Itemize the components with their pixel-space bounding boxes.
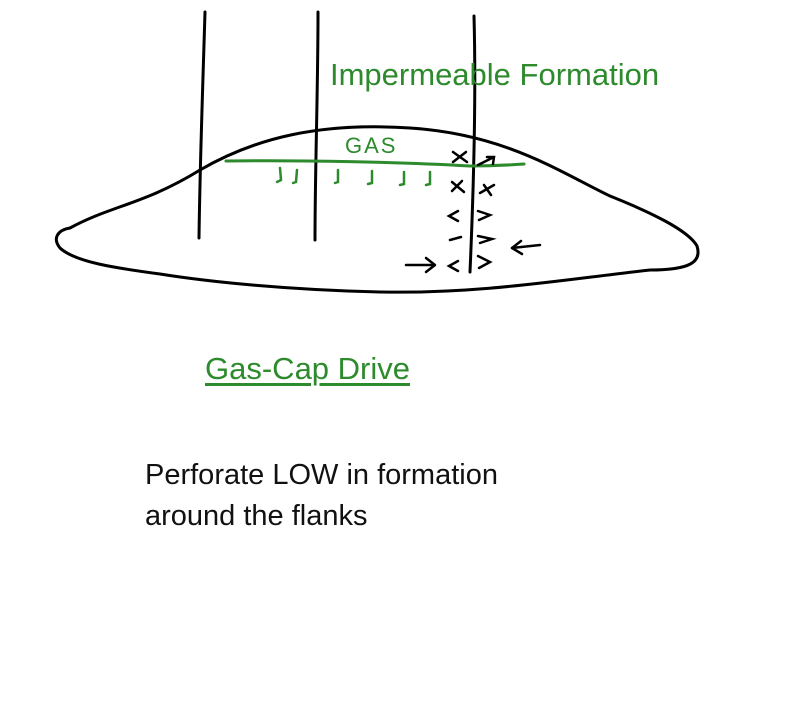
- well-3: [468, 14, 477, 274]
- diagram-title: Gas-Cap Drive: [205, 351, 410, 386]
- perforation-note: Perforate LOW in formation around the fl…: [145, 459, 498, 533]
- gas-zone-label: GAS: [345, 133, 397, 158]
- gas-oil-contact: [224, 159, 526, 168]
- flow-arrow-right: [404, 256, 437, 274]
- gas-expansion-ticks: [275, 166, 432, 187]
- flow-arrow-left: [510, 239, 542, 256]
- reservoir-outline: [54, 125, 700, 294]
- well-2: [313, 10, 320, 242]
- well-1: [197, 10, 207, 240]
- perforation-marks: [446, 150, 497, 273]
- impermeable-formation-label: Impermeable Formation: [330, 57, 660, 92]
